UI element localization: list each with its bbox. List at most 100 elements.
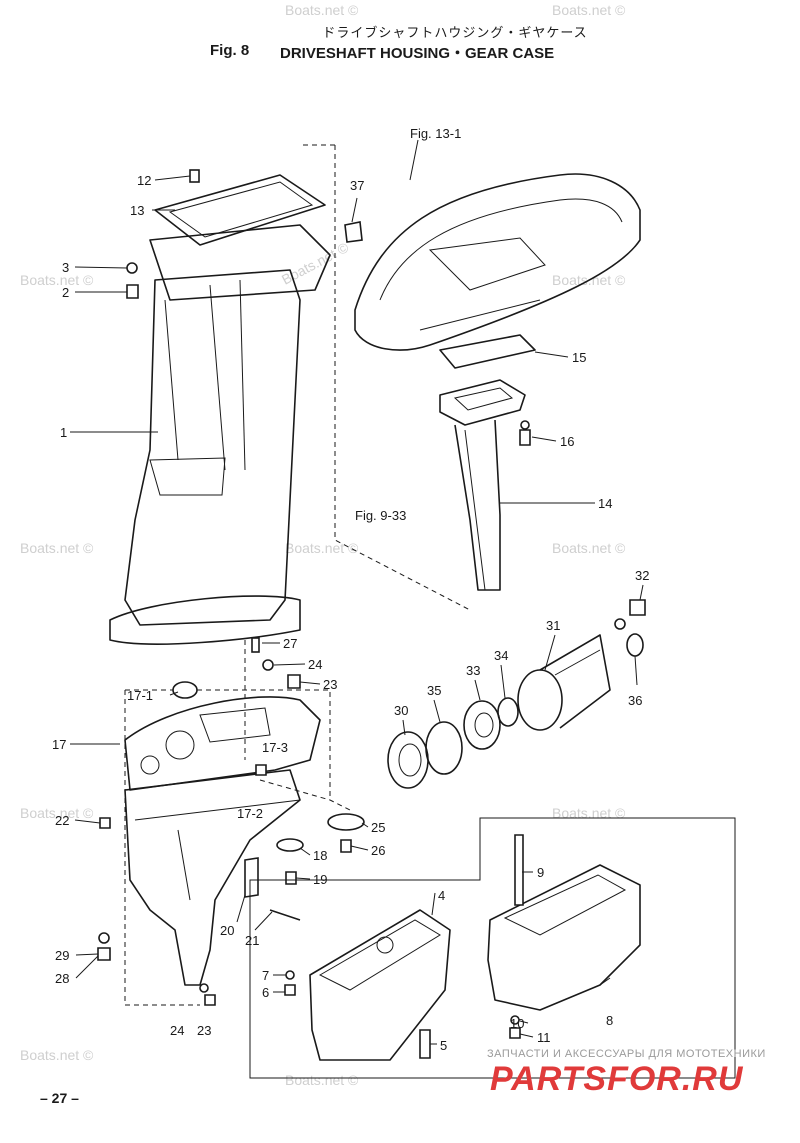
- callout-18: 18: [313, 848, 327, 863]
- title-japanese: ドライブシャフトハウジング・ギヤケース: [322, 25, 588, 40]
- callout-20: 20: [220, 923, 234, 938]
- plug-17-1: [172, 681, 198, 699]
- watermark-text: Boats.net ©: [552, 540, 626, 556]
- watermark-text: Boats.net ©: [20, 1047, 94, 1063]
- gasket-13: [154, 174, 326, 246]
- plug-27: [251, 637, 260, 653]
- callout-23: 23: [323, 677, 337, 692]
- stud-9: [514, 834, 524, 906]
- washer-32: [614, 618, 626, 630]
- watermark-text: Boats.net ©: [552, 805, 626, 821]
- callout-24: 24: [308, 657, 322, 672]
- callout-10: 10: [510, 1016, 524, 1031]
- washer-16: [520, 420, 530, 430]
- figure-number: Fig. 8: [210, 42, 250, 59]
- damper-37: [344, 221, 363, 243]
- bolt-32: [629, 599, 646, 616]
- callout-12: 12: [137, 173, 151, 188]
- watermark-text: Boats.net ©: [20, 805, 94, 821]
- washer-29: [98, 932, 110, 944]
- callout-14: 14: [598, 496, 612, 511]
- nut-11: [509, 1027, 521, 1039]
- callout-2: 2: [62, 285, 69, 300]
- reference-label: Fig. 13-1: [410, 126, 461, 141]
- seal-36: [626, 633, 644, 657]
- callout-3: 3: [62, 260, 69, 275]
- watermark-text: Boats.net ©: [285, 540, 359, 556]
- screw-23: [287, 674, 301, 689]
- callout-37: 37: [350, 178, 364, 193]
- callout-9: 9: [537, 865, 544, 880]
- callout-17-2: 17-2: [237, 806, 263, 821]
- shop-caption: ЗАПЧАСТИ И АКСЕССУАРЫ ДЛЯ МОТОТЕХНИКИ: [487, 1048, 766, 1060]
- callout-17-1: 17-1: [127, 688, 153, 703]
- callout-30: 30: [394, 703, 408, 718]
- callout-25: 25: [371, 820, 385, 835]
- screw-23-lower: [204, 994, 216, 1006]
- washer-10: [510, 1015, 520, 1025]
- callout-1: 1: [60, 425, 67, 440]
- callout-16: 16: [560, 434, 574, 449]
- shop-logo: PARTSFOR.RU: [490, 1060, 744, 1098]
- callout-23-lower: 23: [197, 1023, 211, 1038]
- bearing-33: [463, 700, 501, 750]
- leader-lines: [70, 175, 644, 1045]
- callout-26: 26: [371, 843, 385, 858]
- seal-34: [497, 697, 519, 727]
- callout-33: 33: [466, 663, 480, 678]
- nut-28: [97, 947, 111, 961]
- callout-11: 11: [537, 1030, 551, 1045]
- extension-plate-15: [439, 334, 536, 369]
- housing-8: [487, 864, 641, 1011]
- callout-7: 7: [262, 968, 269, 983]
- watermark-text: Boats.net ©: [20, 272, 94, 288]
- stud-5: [419, 1029, 431, 1059]
- watermark-text: Boats.net ©: [285, 2, 359, 18]
- callout-13: 13: [130, 203, 144, 218]
- gear-case-17: [124, 696, 321, 986]
- watermark-text: Boats.net ©: [285, 1072, 359, 1088]
- bolt-21: [269, 909, 301, 921]
- callout-labels: 12 13 3 2 1 37 15 16 14 17 17-1 17-3 17-…: [52, 173, 649, 1053]
- bolt-16: [519, 429, 531, 446]
- lower-cowling-reference: [354, 139, 641, 351]
- screw-19: [285, 871, 297, 885]
- callout-27: 27: [283, 636, 297, 651]
- callout-5: 5: [440, 1038, 447, 1053]
- page-number: – 27 –: [40, 1090, 79, 1106]
- callout-24-lower: 24: [170, 1023, 184, 1038]
- callout-32: 32: [635, 568, 649, 583]
- callout-17-3: 17-3: [262, 740, 288, 755]
- gasket-24-lower: [199, 983, 209, 993]
- propeller-shaft-housing-31: [517, 634, 611, 731]
- driveshaft-housing: [109, 224, 331, 645]
- callout-31: 31: [546, 618, 560, 633]
- grommet-18: [276, 838, 304, 852]
- callout-35: 35: [427, 683, 441, 698]
- callout-19: 19: [313, 872, 327, 887]
- screw-17-3: [255, 764, 267, 776]
- watermark-text: Boats.net ©: [20, 540, 94, 556]
- figure-name: DRIVESHAFT HOUSING・GEAR CASE: [280, 45, 555, 62]
- callout-17: 17: [52, 737, 66, 752]
- inset-box: [249, 817, 736, 1079]
- callout-22: 22: [55, 813, 69, 828]
- callout-8: 8: [606, 1013, 613, 1028]
- watermark-text: Boats.net ©: [552, 2, 626, 18]
- callout-34: 34: [494, 648, 508, 663]
- callout-28: 28: [55, 971, 69, 986]
- callout-6: 6: [262, 985, 269, 1000]
- washer-3: [126, 262, 138, 274]
- reference-label: Fig. 9-33: [355, 508, 406, 523]
- callout-4: 4: [438, 888, 445, 903]
- cap-25: [327, 813, 365, 831]
- callout-15: 15: [572, 350, 586, 365]
- screw-26: [340, 839, 352, 853]
- watermarks: Boats.net © Boats.net © Boats.net © Boat…: [20, 2, 626, 1088]
- bolt-6: [284, 984, 296, 996]
- o-ring-35: [425, 721, 463, 775]
- callout-21: 21: [245, 933, 259, 948]
- callout-36: 36: [628, 693, 642, 708]
